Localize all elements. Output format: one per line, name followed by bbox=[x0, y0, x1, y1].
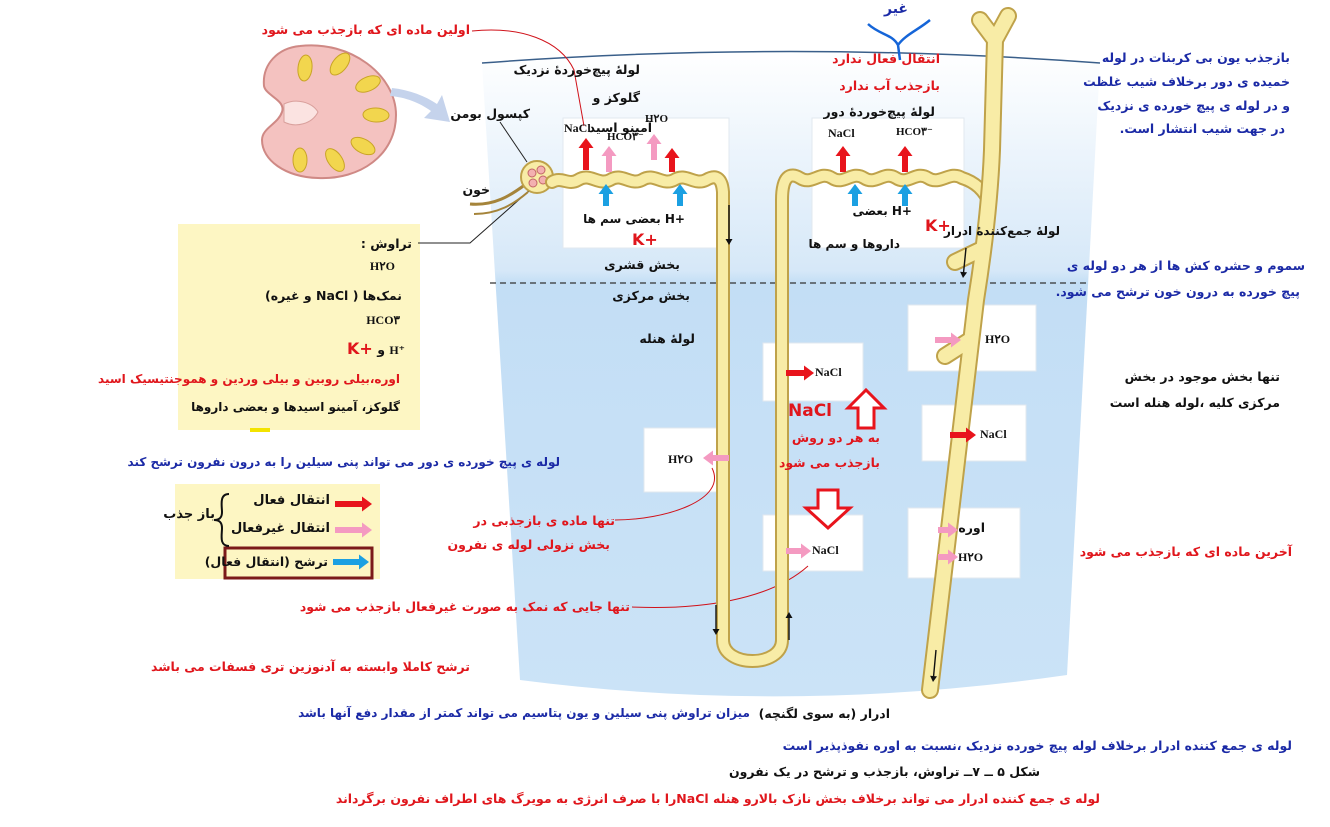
cd-h2o-top-label: H۲O bbox=[985, 332, 1010, 346]
filtration-waste: اوره،بیلی روبین و بیلی وردین و هموجنتیسی… bbox=[98, 372, 400, 386]
figure-caption: شکل ۵ ــ ۷ــ تراوش، بازجذب و ترشح در یک … bbox=[729, 764, 1040, 779]
label-urine-to-pelvis: ادرار (به سوی لگنچه) bbox=[759, 706, 890, 721]
cd-nacl-box bbox=[922, 405, 1026, 461]
filtration-h-ion: H⁺ bbox=[389, 343, 405, 357]
label-loop-of-henle: لولهٔ هنله bbox=[639, 331, 695, 346]
pct-nacl-label: NaCl bbox=[564, 121, 591, 135]
label-collecting-duct: لولهٔ جمع‌کنندهٔ ادرار bbox=[944, 224, 1060, 238]
note-bicarbonate-2: خمیده ی دور برخلاف شیب غلظت bbox=[1083, 74, 1290, 89]
dct-no-water-reabsorption: بازجذب آب ندارد bbox=[839, 78, 940, 93]
note-poisons-2: پیچ خورده به درون خون ترشح می شود. bbox=[1056, 284, 1300, 299]
note-bicarbonate-3: و در لوله ی پیچ خورده ی نزدیک bbox=[1097, 98, 1290, 113]
pct-toxins: بعضی سم ها bbox=[583, 212, 661, 226]
filtration-bicarbonate: HCO۳ bbox=[366, 313, 400, 327]
label-cortex: بخش قشری bbox=[604, 257, 680, 272]
keyword-underline bbox=[250, 428, 270, 432]
label-proximal-tubule: لولهٔ پیچ‌خوردهٔ نزدیک bbox=[513, 62, 640, 77]
dct-secretion-label: H+ بعضی bbox=[852, 204, 912, 218]
note-collecting-urea: لوله ی جمع کننده ادرار برخلاف لوله پیچ خ… bbox=[783, 738, 1292, 753]
legend-passive-label: انتقال غیرفعال bbox=[231, 521, 330, 537]
note-medulla-only-2: مرکزی کلیه ،لوله هنله است bbox=[1110, 395, 1280, 410]
legend-secretion-label: ترشح (انتقال فعال) bbox=[205, 554, 328, 569]
pct-potassium-ion: K+ bbox=[632, 230, 658, 249]
pct-h-ion: H+ bbox=[665, 212, 685, 226]
loop-thin-nacl-label: NaCl bbox=[812, 543, 839, 557]
label-bowman-capsule: کپسول بومن bbox=[450, 106, 530, 121]
kidney-illustration bbox=[262, 45, 396, 178]
label-distal-tubule: لولهٔ پیچ‌خوردهٔ دور bbox=[823, 104, 935, 119]
cd-nacl-label: NaCl bbox=[980, 427, 1007, 441]
note-both-ways-1: به هر دو روش bbox=[792, 430, 880, 445]
dct-hco3-label: HCO۳⁻ bbox=[896, 126, 933, 139]
loop-descending-h2o: H۲O bbox=[668, 452, 693, 466]
filtration-and: و bbox=[377, 342, 385, 357]
pct-hco3-label: HCO۳⁻ bbox=[607, 131, 644, 144]
legend-active-label: انتقال فعال bbox=[253, 493, 330, 509]
note-bicarbonate-4: در جهت شیب انتشار است. bbox=[1120, 121, 1285, 136]
dct-insertion-word: غیر bbox=[884, 1, 908, 18]
pct-h2o-label: H۲O bbox=[645, 113, 668, 126]
dct-no-active-transport: انتقال فعال ندارد bbox=[832, 51, 940, 66]
cd-h2o-bottom-label: H۲O bbox=[958, 550, 983, 564]
dct-nacl-label: NaCl bbox=[828, 126, 855, 140]
note-only-descending-1: تنها ماده ی بازجذبی در bbox=[473, 513, 615, 528]
pct-secretion-label: H+ بعضی سم ها bbox=[583, 212, 685, 226]
cd-urea-label: اوره bbox=[958, 520, 985, 535]
dct-some: بعضی bbox=[852, 204, 887, 218]
loop-nacl-big-label: NaCl bbox=[788, 401, 832, 421]
note-poisons-1: سموم و حشره کش ها از هر دو لوله ی bbox=[1067, 258, 1305, 273]
dct-drugs-toxins: داروها و سم ها bbox=[809, 237, 901, 251]
legend-reabsorption-label: باز جذب bbox=[163, 507, 215, 523]
note-filtration-vs-excretion: میزان تراوش پنی سیلین و یون پتاسیم می تو… bbox=[298, 706, 750, 720]
note-penicillin-secretion: لوله ی پیچ خورده ی دور می تواند پنی سیلی… bbox=[128, 455, 560, 469]
filtration-water: H۲O bbox=[370, 259, 395, 273]
label-blood: خون bbox=[462, 182, 490, 197]
filtration-k-ion: K+ bbox=[347, 339, 373, 358]
note-only-descending-2: بخش نزولی لوله ی نفرون bbox=[447, 537, 610, 552]
pct-glucose-label: گلوکز و bbox=[593, 90, 640, 105]
note-collecting-nacl: لوله ی جمع کننده ادرار می تواند برخلاف ب… bbox=[336, 791, 1100, 806]
note-both-ways-2: بازجذب می شود bbox=[779, 455, 880, 470]
loop-thick-nacl-label: NaCl bbox=[815, 365, 842, 379]
filtration-ions: H⁺ و K+ bbox=[347, 339, 405, 358]
note-bicarbonate-1: بازجذب یون بی کربنات در لوله bbox=[1102, 50, 1290, 65]
filtration-title: تراوش : bbox=[361, 236, 412, 251]
filtration-nutrients: گلوکز، آمینو اسیدها و بعضی داروها bbox=[191, 400, 400, 414]
note-only-passive-salt: تنها جایی که نمک به صورت غیرفعال بازجذب … bbox=[300, 599, 630, 614]
note-atp: ترشح کاملا وابسته به آدنوزین تری فسفات م… bbox=[151, 659, 470, 674]
filtration-salts: نمک‌ها ( NaCl و غیره) bbox=[265, 288, 402, 303]
note-medulla-only-1: تنها بخش موجود در بخش bbox=[1125, 369, 1280, 384]
dct-h-ion: H+ bbox=[892, 204, 912, 218]
zoom-callout-arrow bbox=[390, 88, 450, 122]
label-medulla: بخش مرکزی bbox=[612, 288, 690, 303]
note-first-reabsorbed: اولین ماده ای که بازجذب می شود bbox=[262, 22, 470, 37]
note-last-reabsorbed: آخرین ماده ای که بازجذب می شود bbox=[1080, 544, 1292, 559]
cd-urea-box bbox=[908, 508, 1020, 578]
